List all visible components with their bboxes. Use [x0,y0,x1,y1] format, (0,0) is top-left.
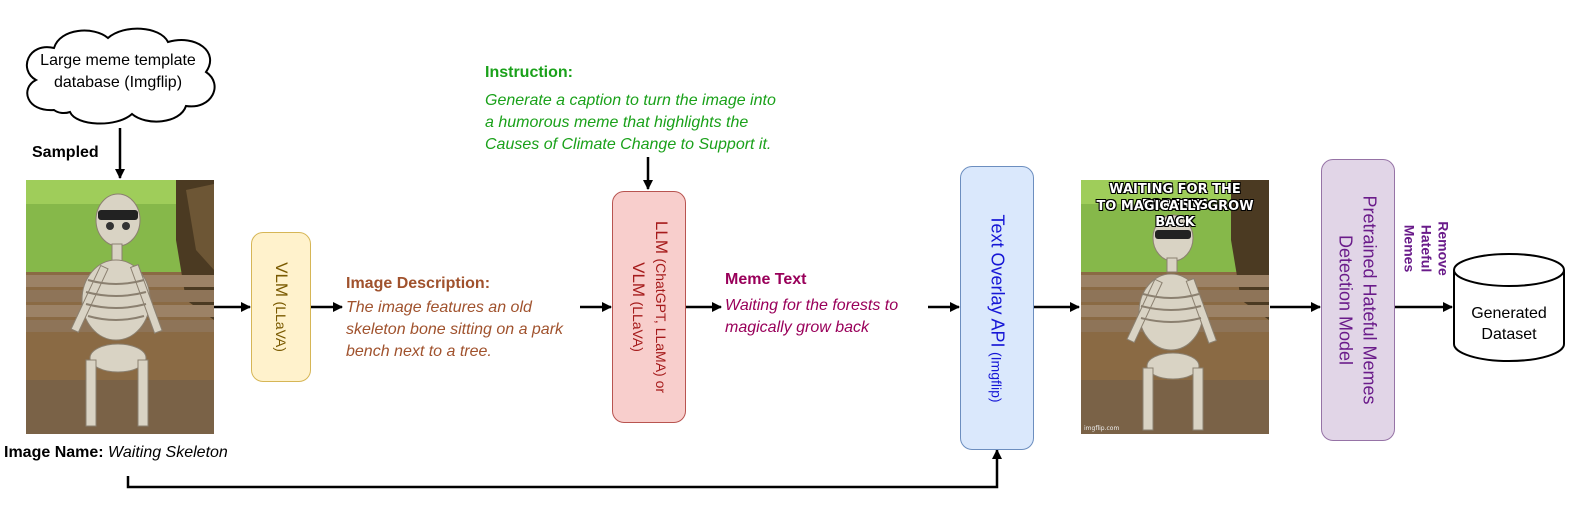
instruction-line: a humorous meme that highlights the [485,114,749,131]
meme-text-heading: Meme Text [725,271,807,288]
llm-label: LLM (ChatGPT, LLaMA) or VLM (LLaVA) [626,221,672,393]
vlm-alt-label-main: VLM [629,262,649,298]
image-description: Image Description: The image features an… [346,275,606,363]
meme-caption-line: WAITING FOR THE FORESTS [1109,182,1241,213]
text-overlay-label-sub: (Imgflip) [988,351,1005,403]
waiting-skeleton-image [26,180,214,434]
instruction-line: Generate a caption to turn the image int… [485,92,776,109]
generated-dataset-line: Generated [1471,305,1547,322]
image-description-line: skeleton bone sitting on a park [346,321,564,338]
remove-hateful-line: Hateful [1418,224,1435,272]
detection-model-line: Pretrained Hateful Memes [1360,195,1380,405]
vlm-label-main: VLM [272,262,291,298]
detection-model-box: Pretrained Hateful Memes Detection Model [1321,159,1395,441]
image-name: Image Name: Waiting Skeleton [4,444,228,462]
dataset-cylinder-icon [1453,253,1565,362]
generated-meme-image: WAITING FOR THE FORESTS TO MAGICALLY GRO… [1081,180,1269,434]
template-image [26,180,214,434]
image-description-heading: Image Description: [346,275,491,292]
meme-watermark: imgflip.com [1084,425,1120,432]
text-overlay-label: Text Overlay API (Imgflip) [987,214,1008,402]
meme-text: Meme Text Waiting for the forests to mag… [725,271,935,339]
meme-caption-line: TO MAGICALLY GROW BACK [1096,199,1254,230]
generated-dataset-label: Generated Dataset [1452,303,1566,345]
text-overlay-box: Text Overlay API (Imgflip) [960,166,1034,450]
waiting-skeleton-meme-image [1081,180,1269,434]
image-description-line: bench next to a tree. [346,343,492,360]
sampled-label: Sampled [32,144,99,161]
instruction: Instruction: Generate a caption to turn … [485,64,825,156]
database-cloud-label: Large meme template database (Imgflip) [40,52,196,91]
meme-text-line: Waiting for the forests to [725,297,899,314]
llm-box: LLM (ChatGPT, LLaMA) or VLM (LLaVA) [612,191,686,423]
image-description-line: The image features an old [346,299,532,316]
vlm-alt-label-sub: (LLaVA) [630,301,647,352]
instruction-heading: Instruction: [485,64,573,81]
arrow-imagename-to-overlay [126,449,1002,489]
generated-dataset-line: Dataset [1481,326,1537,343]
remove-hateful-line: Remove [1435,220,1452,276]
text-overlay-label-main: Text Overlay API [987,213,1008,348]
vlm-label: VLM (LLaVA) [271,262,291,352]
image-name-value: Waiting Skeleton [108,444,228,461]
detection-model-label: Pretrained Hateful Memes Detection Model [1334,195,1382,404]
instruction-line: Causes of Climate Change to Support it. [485,136,772,153]
remove-hateful-line: Memes [1401,224,1418,272]
meme-text-line: magically grow back [725,319,870,336]
llm-label-sub: (ChatGPT, LLaMA) or [653,258,670,394]
database-cloud-icon [25,27,216,125]
image-name-label: Image Name: [4,444,104,461]
llm-label-main: LLM [652,220,672,255]
vlm-box: VLM (LLaVA) [251,232,311,382]
vlm-label-sub: (LLaVA) [273,301,289,352]
detection-model-line: Detection Model [1336,234,1356,366]
